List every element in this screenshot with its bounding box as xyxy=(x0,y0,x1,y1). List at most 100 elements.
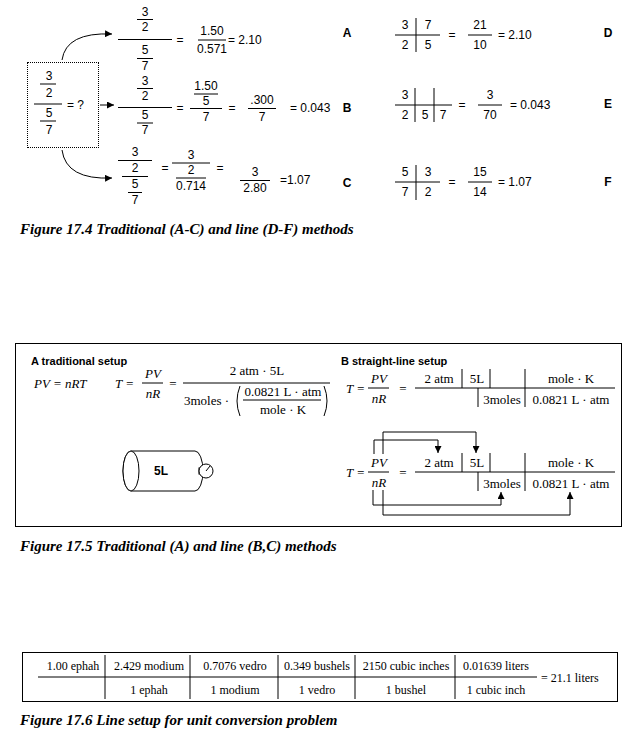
figure-caption: Figure 17.6 Line setup for unit conversi… xyxy=(20,712,338,729)
node-text: B straight-line setup xyxy=(341,355,447,367)
node-text: 1 bushel xyxy=(386,683,426,698)
row-letter: A xyxy=(343,26,352,40)
node-text: PV = nRT xyxy=(34,376,87,392)
math-term: 70 xyxy=(483,108,496,122)
node-text: T = xyxy=(346,381,365,397)
node-text: mole · K xyxy=(548,455,594,471)
math-term: 2 xyxy=(132,161,139,175)
node-text: 7 xyxy=(46,123,53,137)
mapping-arrow xyxy=(383,490,570,515)
node-text: A traditional setup xyxy=(31,355,127,367)
row-letter: D xyxy=(604,26,613,40)
node-text: 0.349 bushels xyxy=(284,659,350,674)
node-text: nR xyxy=(146,386,160,402)
row-letter: E xyxy=(604,97,612,111)
math-term: 7 xyxy=(402,185,409,199)
mapping-arrow xyxy=(383,432,476,454)
node-text: T = xyxy=(346,465,365,481)
math-term: 7 xyxy=(142,59,149,73)
math-term: = xyxy=(448,175,455,189)
math-term: 10 xyxy=(473,38,486,52)
node-text: 0.0821 L · atm xyxy=(245,384,322,400)
math-term: 3 xyxy=(425,165,432,179)
node-text: 0.7076 vedro xyxy=(203,659,266,674)
math-term: = xyxy=(176,101,183,115)
math-term: 0.571 xyxy=(197,42,227,56)
math-term: 3 xyxy=(487,88,494,102)
node-text: = xyxy=(169,376,176,392)
conversion-box: 1.00 ephah 2.429 modium 0.7076 vedro 0.349 … xyxy=(22,652,618,702)
node-text: PV xyxy=(371,371,387,387)
math-term: 7 xyxy=(142,123,149,137)
node-text: 5L xyxy=(470,371,484,387)
math-term: .300 xyxy=(250,93,273,107)
node-text: nR xyxy=(372,391,386,407)
math-term: 5 xyxy=(132,177,139,191)
flow-arrow xyxy=(62,34,112,60)
math-term: = 0.043 xyxy=(510,98,550,112)
flow-arrow xyxy=(100,105,114,106)
node-text: 1 modium xyxy=(210,683,259,698)
math-term: 3 xyxy=(188,148,195,162)
node-text: 2 atm · 5L xyxy=(230,363,285,379)
math-term: 0.714 xyxy=(176,179,206,193)
math-term: 2.80 xyxy=(243,181,266,195)
conversion-grid xyxy=(38,655,537,699)
math-term: 5 xyxy=(142,43,149,57)
row-letter: C xyxy=(343,176,352,190)
math-term: 1.50 xyxy=(200,24,223,38)
math-term: = xyxy=(161,161,168,175)
figure-caption: Figure 17.4 Traditional (A-C) and line (… xyxy=(20,221,354,238)
math-term: 5 xyxy=(402,165,409,179)
node-text: 0.01639 liters xyxy=(463,659,529,674)
row-letter: F xyxy=(604,175,611,189)
math-term: = xyxy=(228,101,235,115)
math-term: = 2.10 xyxy=(228,33,262,47)
math-term: = 2.10 xyxy=(498,28,532,42)
math-term: 2 xyxy=(425,185,432,199)
line-method-grid xyxy=(395,18,502,200)
math-term: 2 xyxy=(188,163,195,177)
node-text: 0.0821 L · atm xyxy=(533,392,610,408)
node-text: 5L xyxy=(154,464,168,478)
mapping-arrow xyxy=(373,490,501,505)
node-text: nR xyxy=(372,475,386,491)
math-term: 7 xyxy=(259,110,266,124)
math-term: 5 xyxy=(422,108,429,122)
node-text: mole · K xyxy=(548,371,594,387)
node-text: 5 xyxy=(46,106,53,120)
math-term: 7 xyxy=(203,110,210,124)
node-text: 2 atm xyxy=(424,455,453,471)
gas-cylinder: 5L xyxy=(119,441,214,501)
math-term: = 1.07 xyxy=(498,175,532,189)
node-text: 1 ephah xyxy=(130,683,168,698)
math-term: 2 xyxy=(142,20,149,34)
node-text: PV xyxy=(371,455,387,471)
math-term: 7 xyxy=(440,108,447,122)
math-term: 2 xyxy=(402,38,409,52)
math-term: 21 xyxy=(473,18,486,32)
node-text: 2150 cubic inches xyxy=(363,659,450,674)
math-term: = xyxy=(216,161,223,175)
node-text: 2 xyxy=(46,86,53,100)
math-term: 3 xyxy=(132,145,139,159)
row-letter: B xyxy=(343,101,352,115)
node-text: = xyxy=(399,465,406,481)
math-term: 5 xyxy=(425,38,432,52)
node-text: = 21.1 liters xyxy=(541,671,599,686)
math-term: = xyxy=(176,33,183,47)
math-term: =1.07 xyxy=(280,173,310,187)
node-text: 3moles · xyxy=(184,393,229,409)
node-text: 0.0821 L · atm xyxy=(533,476,610,492)
math-term: = xyxy=(448,28,455,42)
figure-caption: Figure 17.5 Traditional (A) and line (B,… xyxy=(20,538,337,555)
mapping-arrow xyxy=(374,440,438,454)
node-text: 2.429 modium xyxy=(114,659,184,674)
math-term: 3 xyxy=(402,88,409,102)
math-term: 2 xyxy=(142,89,149,103)
math-term: = 0.043 xyxy=(290,101,330,115)
math-term: 1.50 xyxy=(194,79,217,93)
node-text: 1.00 ephah xyxy=(47,659,100,674)
math-term: 7 xyxy=(425,18,432,32)
math-term: 5 xyxy=(203,94,210,108)
